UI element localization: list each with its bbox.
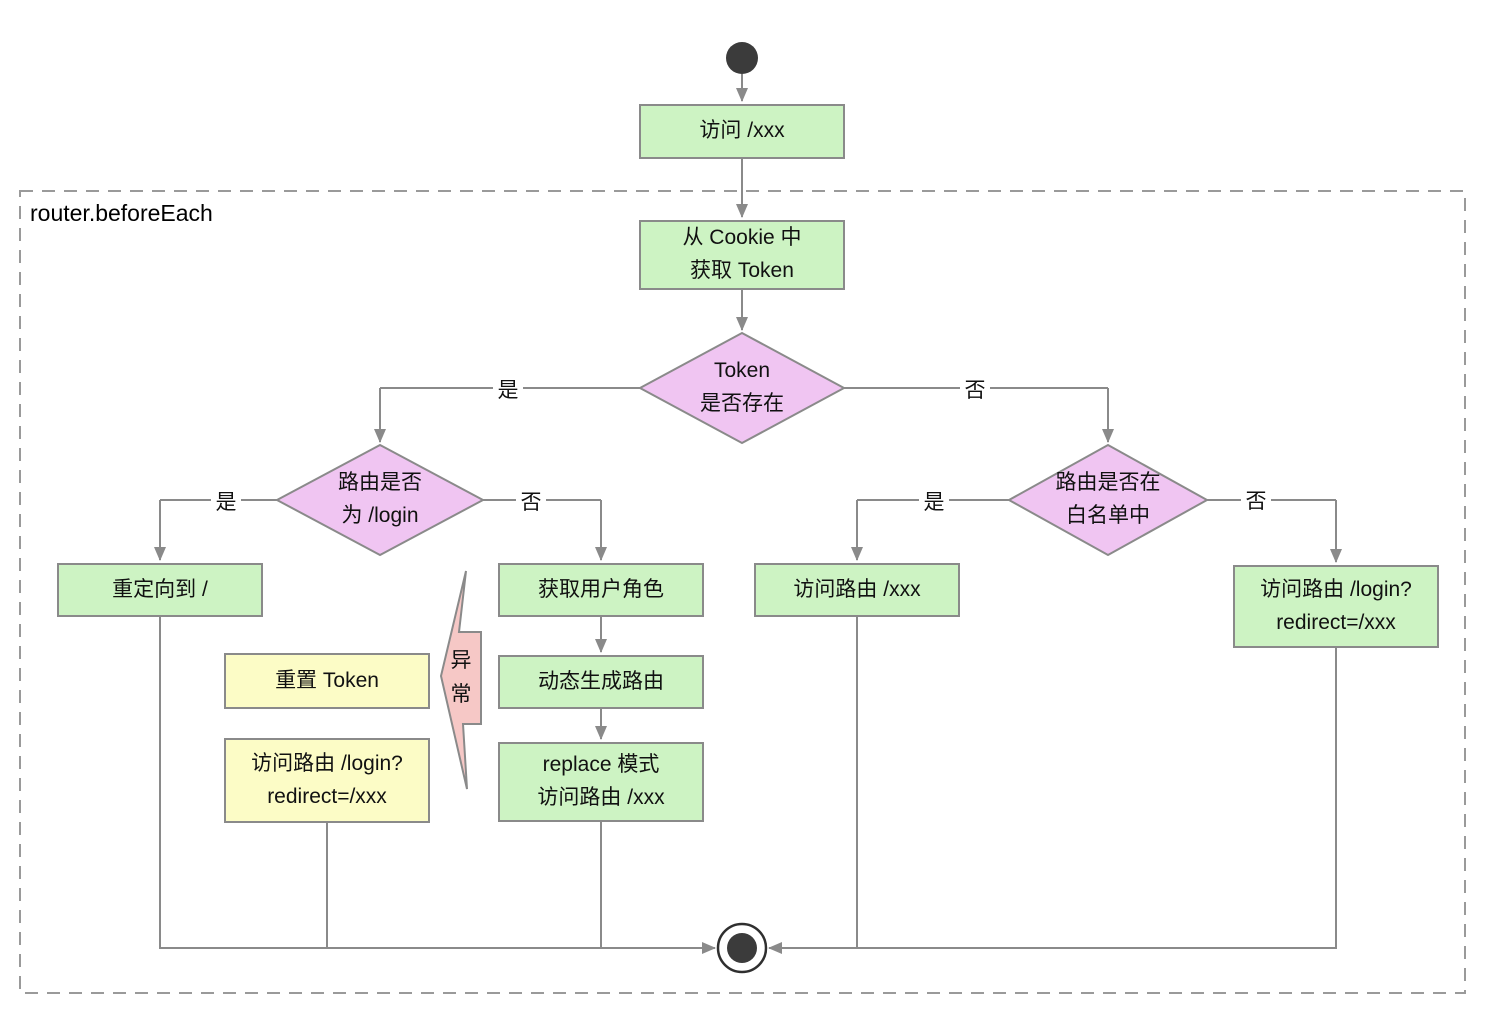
node-visit-login-redirect-exception: 访问路由 /login? redirect=/xxx [224, 738, 430, 823]
node-replace-visit-route: replace 模式 访问路由 /xxx [498, 742, 704, 822]
decision-in-whitelist-shape [1006, 443, 1210, 557]
edge-label-token-no: 否 [960, 374, 990, 404]
start-node [726, 42, 758, 74]
node-visit-route-xxx: 访问路由 /xxx [754, 563, 960, 617]
node-redirect-root: 重定向到 / [57, 563, 263, 617]
decision-token-exists-label: Token 是否存在 [700, 359, 784, 415]
node-reset-token: 重置 Token [224, 653, 430, 709]
decision-token-exists-shape [637, 331, 847, 445]
decision-is-login-route-shape [274, 443, 486, 557]
edge-label-whitelist-no: 否 [1241, 485, 1271, 515]
edge-label-token-yes: 是 [493, 374, 523, 404]
decision-in-whitelist-label: 路由是否在 白名单中 [1055, 471, 1161, 527]
node-visit-xxx: 访问 /xxx [639, 104, 845, 159]
node-get-token-from-cookie: 从 Cookie 中 获取 Token [639, 220, 845, 290]
decision-is-login-route-label: 路由是否 为 /login [338, 471, 422, 527]
edge-label-whitelist-yes: 是 [919, 486, 949, 516]
router-beforeeach-frame [19, 190, 1466, 994]
partition-label: router.beforeEach [30, 200, 213, 226]
edge-label-login-yes: 是 [211, 486, 241, 516]
exception-bolt-shape [439, 570, 482, 790]
node-get-user-roles: 获取用户角色 [498, 563, 704, 617]
node-visit-login-redirect: 访问路由 /login? redirect=/xxx [1233, 565, 1439, 648]
exception-bolt-label: 异 常 [450, 649, 472, 706]
end-node [727, 933, 757, 963]
node-generate-routes: 动态生成路由 [498, 655, 704, 709]
edge-label-login-no: 否 [516, 486, 546, 516]
